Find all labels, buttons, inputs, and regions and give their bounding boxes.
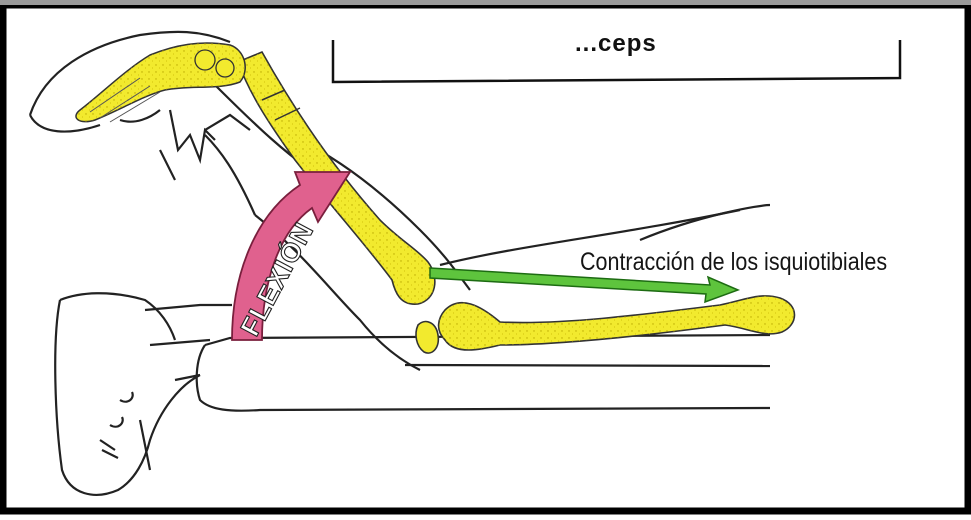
patella-bone [416, 322, 438, 353]
femur-bone [439, 296, 795, 350]
foot-bones [76, 43, 245, 122]
caption-box-text: ...ceps [575, 30, 657, 58]
contraction-label: Contracción de los isquiotibiales [580, 248, 887, 277]
lower-shoe-outline [55, 293, 232, 495]
top-band [0, 0, 971, 5]
